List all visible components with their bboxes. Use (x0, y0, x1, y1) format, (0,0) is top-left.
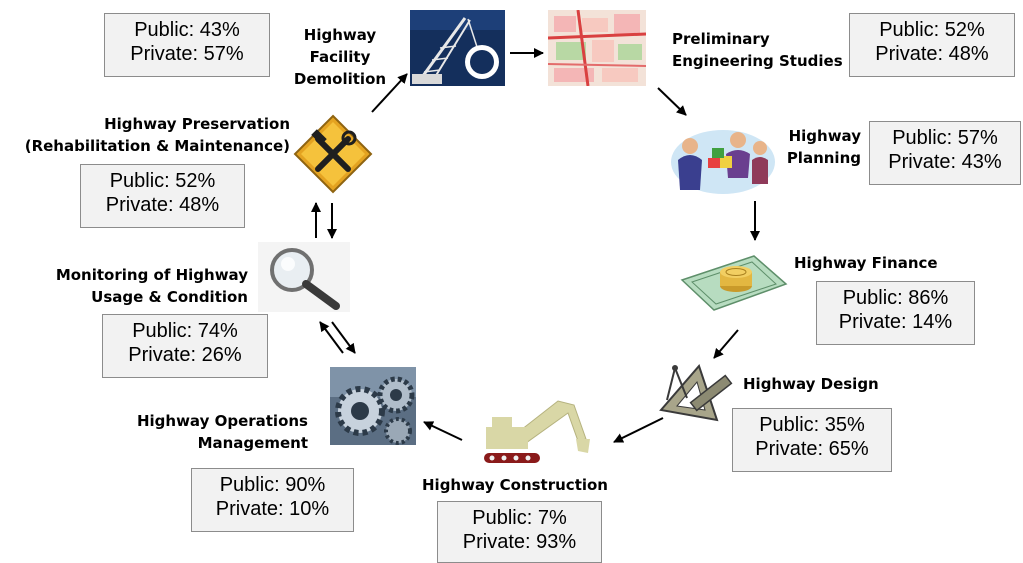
drafting-tools-icon (659, 364, 733, 422)
planning-public-share: Public: 57% (892, 127, 998, 149)
preliminary-share-box: Public: 52% Private: 48% (849, 13, 1015, 77)
preservation-private-share: Private: 48% (105, 194, 220, 216)
demolition-share-box: Public: 43% Private: 57% (104, 13, 270, 77)
gears-icon (330, 367, 416, 445)
preliminary-private-share: Private: 48% (875, 43, 989, 65)
finance-share-box: Public: 86% Private: 14% (816, 281, 975, 345)
planning-share-box: Public: 57% Private: 43% (869, 121, 1021, 185)
preservation-title: Highway Preservation (Rehabilitation & M… (24, 115, 290, 155)
arrow-monitoring-to-operations (331, 321, 356, 354)
planning-title: Highway Planning (786, 127, 861, 167)
monitoring-private-share: Private: 26% (128, 344, 242, 366)
design-private-share: Private: 65% (755, 438, 869, 460)
arrow-finance-to-design (713, 329, 739, 359)
operations-share-box: Public: 90% Private: 10% (191, 468, 354, 532)
demolition-public-share: Public: 43% (134, 19, 240, 41)
finance-private-share: Private: 14% (838, 311, 953, 333)
magnifying-glass-icon (258, 242, 350, 312)
monitoring-share-box: Public: 74% Private: 26% (102, 314, 268, 378)
monitoring-public-share: Public: 74% (132, 320, 238, 342)
arrow-construction-to-operations (423, 421, 463, 441)
preservation-public-share: Public: 52% (109, 170, 216, 192)
design-title: Highway Design (743, 375, 879, 393)
construction-share-box: Public: 7% Private: 93% (437, 501, 602, 563)
operations-private-share: Private: 10% (215, 498, 330, 520)
demolition-private-share: Private: 57% (130, 43, 244, 65)
arrow-design-to-construction (613, 417, 664, 443)
operations-title: Highway Operations Management (136, 412, 308, 452)
operations-public-share: Public: 90% (219, 474, 326, 496)
preservation-share-box: Public: 52% Private: 48% (80, 164, 245, 228)
construction-private-share: Private: 93% (462, 531, 577, 553)
arrow-preliminary-to-planning (657, 87, 687, 116)
design-public-share: Public: 35% (759, 414, 865, 436)
wrecking-ball-crane-icon (410, 10, 505, 86)
maintenance-tools-sign-icon (293, 114, 373, 194)
excavator-icon (484, 400, 590, 463)
design-share-box: Public: 35% Private: 65% (732, 408, 892, 472)
arrow-preservation-to-demolition (371, 73, 408, 113)
street-map-icon (548, 10, 646, 86)
demolition-title: Highway Facility Demolition (293, 26, 387, 88)
money-coins-icon (680, 255, 788, 311)
construction-title: Highway Construction (422, 476, 608, 494)
preliminary-title: Preliminary Engineering Studies (672, 30, 843, 70)
planning-private-share: Private: 43% (888, 151, 1002, 173)
monitoring-title: Monitoring of Highway Usage & Condition (55, 266, 248, 306)
finance-public-share: Public: 86% (842, 287, 949, 309)
finance-title: Highway Finance (794, 254, 938, 272)
construction-public-share: Public: 7% (472, 507, 567, 529)
preliminary-public-share: Public: 52% (879, 19, 985, 41)
planning-meeting-icon (671, 130, 775, 194)
arrow-operations-to-monitoring (319, 321, 344, 354)
